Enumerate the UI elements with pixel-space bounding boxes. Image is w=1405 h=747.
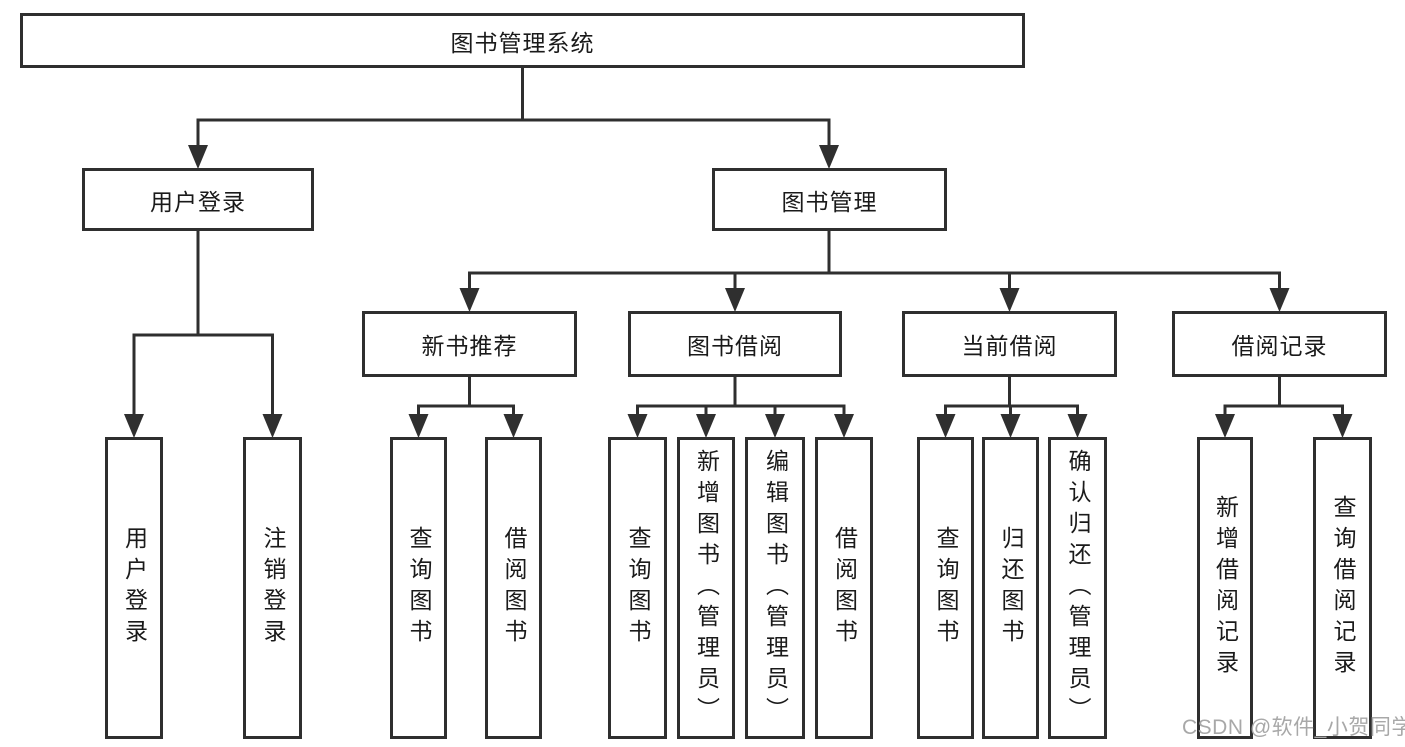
leaf-logout: 注销登录 (243, 437, 302, 739)
leaf-label: 新增图书（管理员） (693, 448, 720, 728)
leaf-label: 借阅图书 (831, 526, 858, 650)
node-user-login-label: 用户登录 (150, 188, 246, 215)
leaf-label: 查询图书 (933, 526, 959, 650)
leaf-user-login-label: 用户登录 (121, 526, 148, 650)
leaf-return-books: 归还图书 (982, 437, 1039, 739)
node-current-borrowing: 当前借阅 (902, 311, 1117, 377)
node-book-management: 图书管理 (712, 168, 947, 231)
leaf-add-books-admin: 新增图书（管理员） (677, 437, 735, 739)
leaf-borrow-books: 借阅图书 (815, 437, 873, 739)
leaf-label: 新增借阅记录 (1212, 495, 1239, 681)
leaf-query-borrow-record: 查询借阅记录 (1313, 437, 1372, 739)
node-user-login: 用户登录 (82, 168, 314, 231)
node-new-book-recommend-label: 新书推荐 (421, 333, 518, 359)
leaf-user-login: 用户登录 (105, 437, 163, 739)
node-book-borrowing: 图书借阅 (628, 311, 842, 377)
leaf-label: 查询图书 (406, 526, 432, 650)
node-current-borrowing-label: 当前借阅 (961, 333, 1058, 359)
leaf-query-books-current: 查询图书 (917, 437, 974, 739)
leaf-label: 查询借阅记录 (1330, 495, 1356, 681)
leaf-label: 确认归还（管理员） (1065, 448, 1091, 728)
leaf-label: 借阅图书 (501, 526, 527, 650)
leaf-label: 查询图书 (625, 526, 651, 650)
leaf-label: 归还图书 (998, 526, 1024, 650)
node-book-borrowing-label: 图书借阅 (687, 333, 783, 359)
arrowheads (124, 145, 1353, 438)
leaf-confirm-return-admin: 确认归还（管理员） (1048, 437, 1107, 739)
node-book-management-label: 图书管理 (781, 188, 878, 215)
node-root-label: 图书管理系统 (450, 29, 595, 56)
leaf-edit-books-admin: 编辑图书（管理员） (745, 437, 805, 739)
leaf-query-books-recommend: 查询图书 (390, 437, 447, 739)
node-borrowing-records: 借阅记录 (1172, 311, 1387, 377)
csdn-watermark: CSDN @软件_小贺同学 (1182, 716, 1405, 739)
leaf-logout-label: 注销登录 (260, 526, 286, 650)
leaf-borrow-books-recommend: 借阅图书 (485, 437, 542, 739)
node-root: 图书管理系统 (20, 13, 1025, 68)
node-new-book-recommend: 新书推荐 (362, 311, 577, 377)
leaf-add-borrow-record: 新增借阅记录 (1197, 437, 1253, 739)
leaf-label: 编辑图书（管理员） (762, 448, 789, 728)
leaf-query-books-borrowing: 查询图书 (608, 437, 667, 739)
node-borrowing-records-label: 借阅记录 (1231, 333, 1328, 359)
